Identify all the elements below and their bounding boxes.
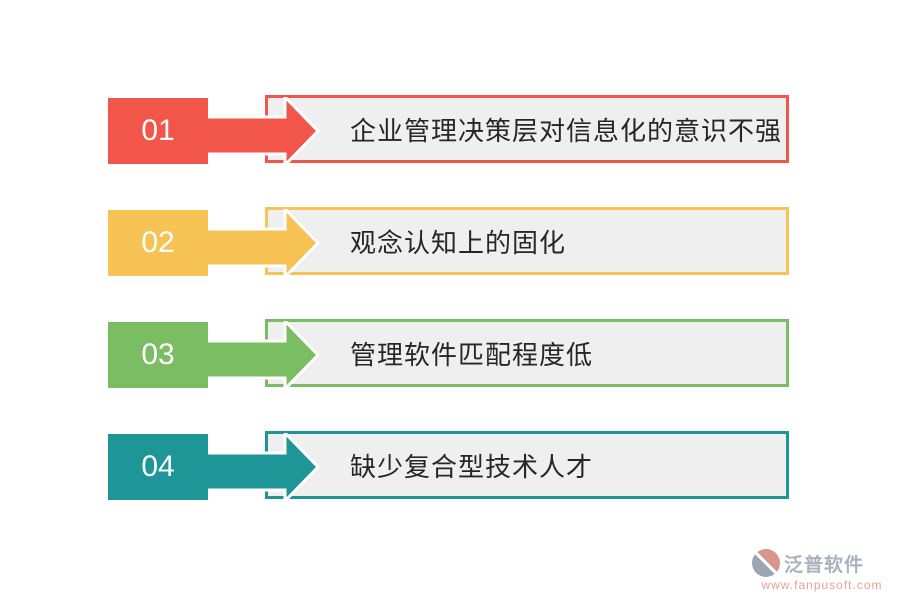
step-label-box: 缺少复合型技术人才 (265, 431, 789, 499)
step-number: 01 (141, 114, 175, 147)
step-row-4: 缺少复合型技术人才 04 (0, 431, 900, 503)
step-label-box: 观念认知上的固化 (265, 207, 789, 275)
arrow-right-icon (207, 321, 321, 389)
brand-watermark: 泛普软件 www.fanpusoft.com (752, 549, 892, 592)
step-label: 观念认知上的固化 (350, 228, 567, 258)
step-number-block: 02 (108, 210, 208, 276)
brand-name: 泛普软件 (784, 554, 865, 576)
arrow-right-icon (207, 97, 321, 165)
step-number-block: 01 (108, 98, 208, 164)
fanpu-logo-icon (752, 549, 780, 577)
step-row-2: 观念认知上的固化 02 (0, 207, 900, 279)
step-label: 缺少复合型技术人才 (350, 452, 594, 482)
step-number: 04 (141, 450, 175, 483)
step-number-block: 04 (108, 434, 208, 500)
step-label-box: 管理软件匹配程度低 (265, 319, 789, 387)
step-label: 企业管理决策层对信息化的意识不强 (350, 116, 783, 146)
step-row-1: 企业管理决策层对信息化的意识不强 01 (0, 95, 900, 167)
brand-url: www.fanpusoft.com (761, 578, 883, 592)
step-number: 03 (141, 338, 175, 371)
step-label-box: 企业管理决策层对信息化的意识不强 (265, 95, 789, 163)
step-label: 管理软件匹配程度低 (350, 340, 594, 370)
step-number-block: 03 (108, 322, 208, 388)
step-row-3: 管理软件匹配程度低 03 (0, 319, 900, 391)
arrow-right-icon (207, 433, 321, 501)
step-number: 02 (141, 226, 175, 259)
arrow-right-icon (207, 209, 321, 277)
